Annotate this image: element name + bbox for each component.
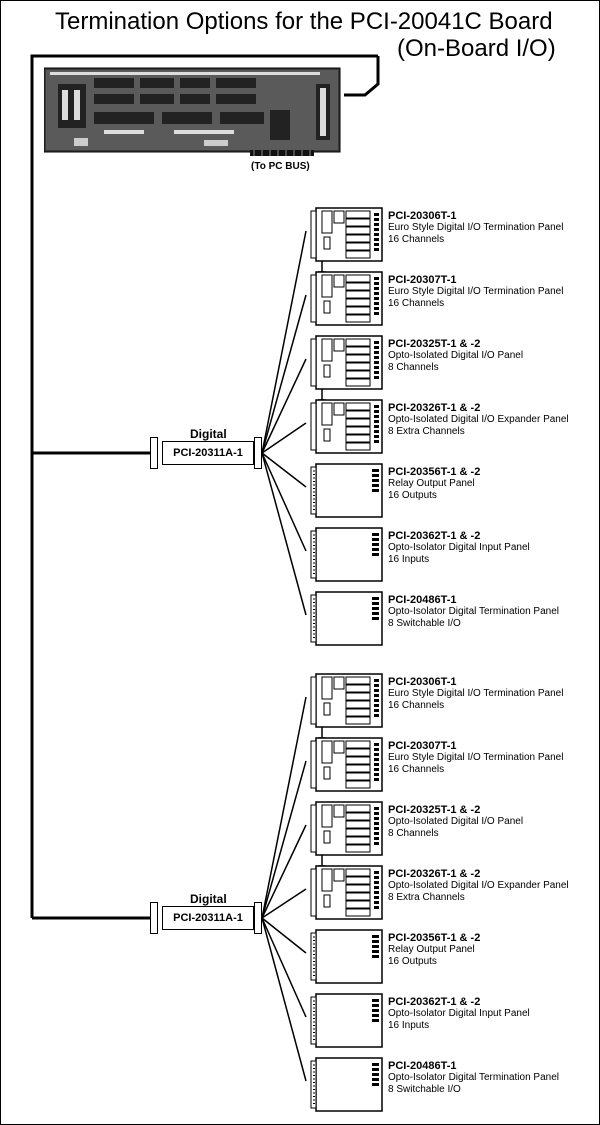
panel-type: Opto-Isolator Digital Input Panel [388, 542, 530, 553]
panel-part-number: PCI-20307T-1 [388, 740, 457, 752]
panel-capacity: 16 Inputs [388, 553, 430, 565]
cable-fan-line [261, 917, 307, 1018]
panel-type: Opto-Isolated Digital I/O Panel [388, 816, 524, 827]
panel-type: Euro Style Digital I/O Termination Panel [388, 752, 564, 763]
page-subtitle: (On-Board I/O) [397, 35, 556, 62]
panel-part-number: PCI-20486T-1 [388, 1060, 457, 1072]
panel-part-number: PCI-20307T-1 [388, 274, 457, 286]
termination-panel-image [310, 463, 384, 524]
termination-panel-image [310, 335, 384, 396]
cable-part-number: PCI-20311A-1 [162, 441, 254, 465]
cable-connector-right [254, 902, 262, 934]
cable-connector-right [254, 437, 262, 469]
panel-type: Euro Style Digital I/O Termination Panel [388, 222, 564, 233]
termination-panel-image [310, 527, 384, 588]
panel-part-number: PCI-20356T-1 & -2 [388, 932, 481, 944]
panel-part-number: PCI-20356T-1 & -2 [388, 466, 481, 478]
panel-part-number: PCI-20326T-1 & -2 [388, 868, 481, 880]
panel-type: Opto-Isolated Digital I/O Expander Panel [388, 414, 569, 425]
panel-type: Relay Output Panel [388, 944, 475, 955]
panel-type: Opto-Isolator Digital Termination Panel [388, 606, 560, 617]
termination-panel-image [310, 399, 384, 460]
main-bus-wire-left [30, 54, 378, 918]
pci-board-image [44, 67, 341, 156]
group-label: Digital [190, 427, 227, 441]
cable-part-number: PCI-20311A-1 [162, 906, 254, 930]
cable-fan-line [261, 760, 307, 919]
panel-type: Opto-Isolator Digital Termination Panel [388, 1072, 560, 1083]
termination-panel-image [310, 207, 384, 268]
panel-capacity: 8 Switchable I/O [388, 1083, 461, 1095]
termination-panel-image [310, 1057, 384, 1118]
panel-part-number: PCI-20362T-1 & -2 [388, 530, 481, 542]
panel-type: Euro Style Digital I/O Termination Panel [388, 688, 564, 699]
panel-part-number: PCI-20486T-1 [388, 594, 457, 606]
cable-fan-line [261, 230, 307, 454]
panel-capacity: 16 Channels [388, 233, 445, 245]
panel-capacity: 8 Channels [388, 827, 439, 839]
termination-panel-image [310, 865, 384, 926]
termination-panel-image [310, 591, 384, 652]
termination-panel-image [310, 737, 384, 798]
panel-capacity: 16 Channels [388, 297, 445, 309]
panel-type: Opto-Isolator Digital Input Panel [388, 1008, 530, 1019]
panel-capacity: 16 Outputs [388, 489, 437, 501]
page-title: Termination Options for the PCI-20041C B… [55, 8, 553, 35]
panel-part-number: PCI-20326T-1 & -2 [388, 402, 481, 414]
cable-fan-line [261, 452, 307, 552]
panel-capacity: 8 Extra Channels [388, 425, 465, 437]
panel-capacity: 16 Outputs [388, 955, 437, 967]
cable-fan-line [261, 294, 307, 454]
cable-connector-left [150, 437, 158, 469]
panel-part-number: PCI-20306T-1 [388, 676, 457, 688]
panel-capacity: 16 Inputs [388, 1019, 430, 1031]
cable-connector-left [150, 902, 158, 934]
cable-fan-line [261, 452, 307, 488]
panel-part-number: PCI-20306T-1 [388, 210, 457, 222]
termination-panel-image [310, 673, 384, 734]
panel-part-number: PCI-20325T-1 & -2 [388, 338, 481, 350]
termination-panel-image [310, 271, 384, 332]
cable-fan-line [261, 452, 307, 616]
panel-type: Relay Output Panel [388, 478, 475, 489]
cable-fan-line [261, 696, 307, 919]
group-label: Digital [190, 892, 227, 906]
cable-fan-line [261, 917, 307, 954]
pc-bus-label: (To PC BUS) [251, 161, 310, 172]
termination-panel-image [310, 993, 384, 1054]
panel-capacity: 8 Extra Channels [388, 891, 465, 903]
main-bus-wire [344, 56, 380, 97]
panel-capacity: 8 Switchable I/O [388, 617, 461, 629]
cable-fan-line [261, 917, 307, 1082]
panel-type: Opto-Isolated Digital I/O Panel [388, 350, 524, 361]
panel-capacity: 8 Channels [388, 361, 439, 373]
panel-type: Opto-Isolated Digital I/O Expander Panel [388, 880, 569, 891]
panel-part-number: PCI-20325T-1 & -2 [388, 804, 481, 816]
panel-capacity: 16 Channels [388, 699, 445, 711]
termination-panel-image [310, 929, 384, 990]
termination-panel-image [310, 801, 384, 862]
cable-fan-line [261, 422, 307, 454]
panel-part-number: PCI-20362T-1 & -2 [388, 996, 481, 1008]
panel-capacity: 16 Channels [388, 763, 445, 775]
cable-fan-line [261, 888, 307, 919]
panel-type: Euro Style Digital I/O Termination Panel [388, 286, 564, 297]
cable-fan-line [261, 358, 307, 454]
cable-fan-line [261, 824, 307, 919]
